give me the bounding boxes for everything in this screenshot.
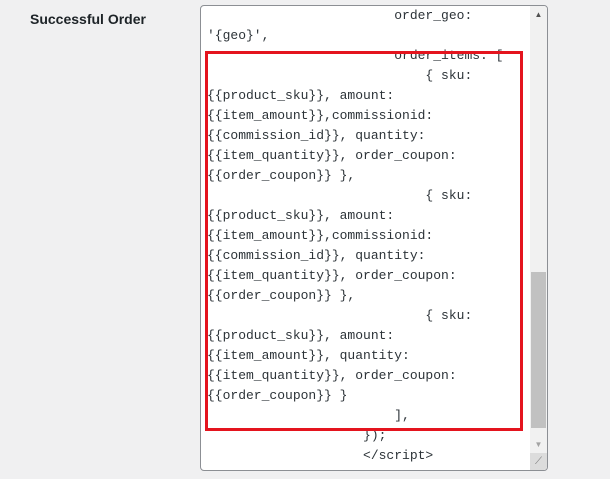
code-line: {{item_quantity}}, order_coupon: xyxy=(207,268,457,283)
successful-order-textarea[interactable]: order_geo:'{geo}', order_items: [ { sku:… xyxy=(200,5,548,471)
code-line: {{order_coupon}} }, xyxy=(207,288,356,303)
code-line: </script> xyxy=(207,448,434,463)
successful-order-label: Successful Order xyxy=(30,11,146,27)
code-line: {{order_coupon}} } xyxy=(207,388,348,403)
code-line: {{order_coupon}} }, xyxy=(207,168,356,183)
code-line: {{product_sku}}, amount: xyxy=(207,208,395,223)
scrollbar-thumb[interactable] xyxy=(531,272,546,428)
code-line: { sku: xyxy=(207,308,473,323)
code-line: {{product_sku}}, amount: xyxy=(207,88,395,103)
code-line: { sku: xyxy=(207,188,473,203)
code-line: {{product_sku}}, amount: xyxy=(207,328,395,343)
code-line: }); xyxy=(207,428,387,443)
code-line: '{geo}', xyxy=(207,28,270,43)
code-line: {{commission_id}}, quantity: xyxy=(207,248,426,263)
code-line: {{item_quantity}}, order_coupon: xyxy=(207,148,457,163)
highlight-box xyxy=(205,51,523,431)
code-line: { sku: xyxy=(207,68,473,83)
code-line: order_geo: xyxy=(207,8,473,23)
code-line: {{item_quantity}}, order_coupon: xyxy=(207,368,457,383)
scrollbar[interactable]: ▲ ▼ ⟋ xyxy=(530,6,547,470)
code-line: {{item_amount}}, quantity: xyxy=(207,348,410,363)
scroll-down-arrow-icon[interactable]: ▼ xyxy=(534,440,543,449)
code-line: {{item_amount}},commissionid: xyxy=(207,228,434,243)
code-line: ], xyxy=(207,408,410,423)
resize-handle-icon[interactable]: ⟋ xyxy=(530,453,547,470)
scroll-up-arrow-icon[interactable]: ▲ xyxy=(534,10,543,19)
code-line: {{item_amount}},commissionid: xyxy=(207,108,434,123)
code-content[interactable]: order_geo:'{geo}', order_items: [ { sku:… xyxy=(207,6,503,466)
code-line: {{commission_id}}, quantity: xyxy=(207,128,426,143)
